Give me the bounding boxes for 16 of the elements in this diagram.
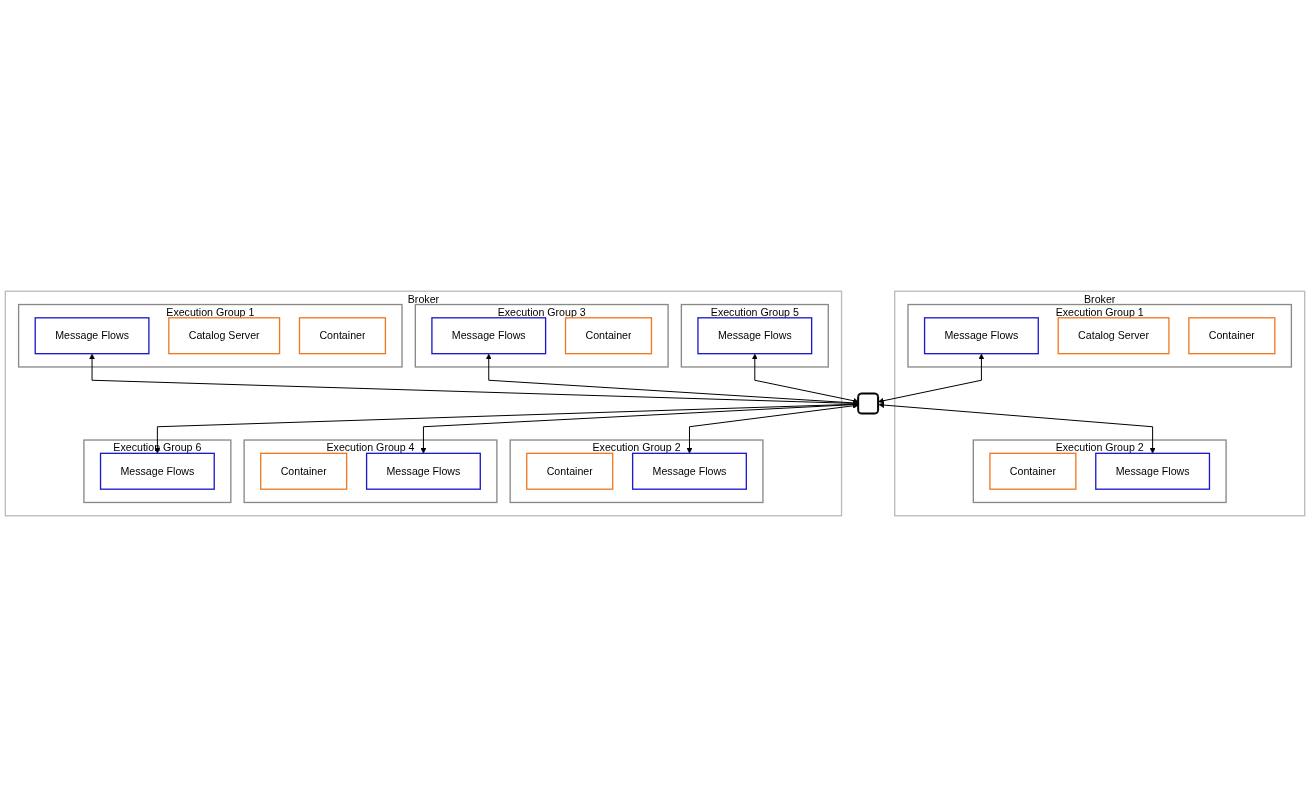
node-box: Catalog Server (1057, 317, 1170, 355)
node-box: Message Flows (923, 317, 1039, 355)
node-box: Container (989, 452, 1077, 490)
node-box: Message Flows (99, 452, 215, 490)
node-box: Message Flows (631, 452, 747, 490)
node-box: Container (1188, 317, 1276, 355)
node-box: Message Flows (1095, 452, 1211, 490)
node-box: Message Flows (697, 317, 813, 355)
node-box: Message Flows (431, 317, 547, 355)
node-box: Catalog Server (168, 317, 281, 355)
node-box: Container (526, 452, 614, 490)
node-box: Container (260, 452, 348, 490)
node-box: Message Flows (34, 317, 150, 355)
node-box: Message Flows (365, 452, 481, 490)
node-box: Container (298, 317, 387, 355)
node-box: Container (564, 317, 653, 355)
